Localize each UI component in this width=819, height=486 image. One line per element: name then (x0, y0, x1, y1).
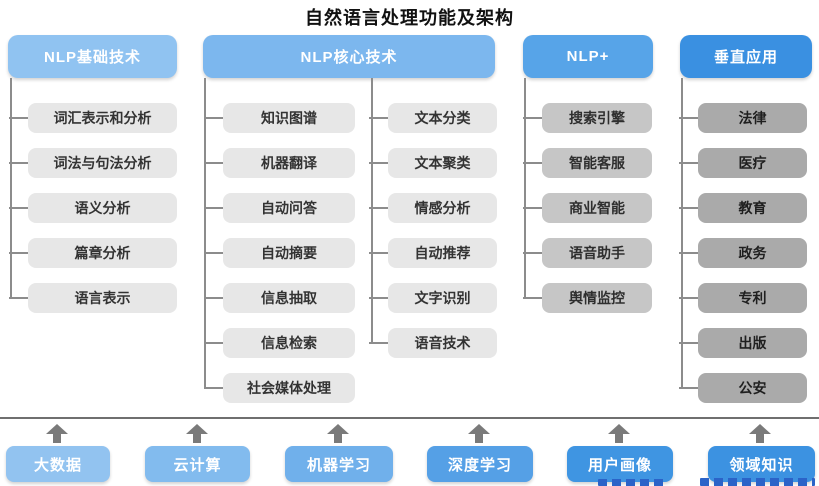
tree-node: 文本分类 (369, 103, 497, 133)
tree-node: 舆情监控 (523, 283, 652, 313)
tree-node: 政务 (679, 238, 807, 268)
tree-node: 文本聚类 (369, 148, 497, 178)
header-nlp-basic: NLP基础技术 (8, 35, 177, 78)
connector-line-basic (10, 78, 12, 298)
tree-node: 教育 (679, 193, 807, 223)
header-nlp-core: NLP核心技术 (203, 35, 495, 78)
header-vertical-apps: 垂直应用 (680, 35, 812, 78)
header-nlp-plus: NLP+ (523, 35, 653, 78)
tree-node: 词法与句法分析 (9, 148, 177, 178)
tree-node: 语义分析 (9, 193, 177, 223)
column-vertical-apps: 法律 医疗 教育 政务 专利 出版 公安 (679, 103, 807, 403)
tree-node: 医疗 (679, 148, 807, 178)
tree-node: 语言表示 (9, 283, 177, 313)
foundation-box: 大数据 (6, 446, 110, 482)
connector-line-vertical (681, 78, 683, 389)
tree-node: 情感分析 (369, 193, 497, 223)
up-arrow-icon (327, 424, 349, 443)
up-arrow-icon (608, 424, 630, 443)
foundation-box: 云计算 (145, 446, 250, 482)
tree-node: 法律 (679, 103, 807, 133)
connector-line-core-left (204, 78, 206, 389)
watermark-fragment (700, 478, 815, 486)
diagram-title: 自然语言处理功能及架构 (305, 8, 514, 28)
tree-node: 自动摘要 (204, 238, 355, 268)
tree-node: 出版 (679, 328, 807, 358)
foundation-box: 深度学习 (427, 446, 533, 482)
tree-node: 语音技术 (369, 328, 497, 358)
tree-node: 智能客服 (523, 148, 652, 178)
tree-node: 知识图谱 (204, 103, 355, 133)
column-nlp-basic: 词汇表示和分析 词法与句法分析 语义分析 篇章分析 语言表示 (9, 103, 177, 313)
tree-node: 商业智能 (523, 193, 652, 223)
column-nlp-core-right: 文本分类 文本聚类 情感分析 自动推荐 文字识别 语音技术 (369, 103, 497, 358)
tree-node: 公安 (679, 373, 807, 403)
tree-node: 搜索引擎 (523, 103, 652, 133)
tree-node: 社会媒体处理 (204, 373, 355, 403)
up-arrow-icon (46, 424, 68, 443)
up-arrow-icon (468, 424, 490, 443)
tree-node: 机器翻译 (204, 148, 355, 178)
tree-node: 篇章分析 (9, 238, 177, 268)
tree-node: 信息检索 (204, 328, 355, 358)
foundation-box: 用户画像 (567, 446, 673, 482)
connector-line-nlp-plus (524, 78, 526, 298)
up-arrow-icon (186, 424, 208, 443)
tree-node: 词汇表示和分析 (9, 103, 177, 133)
tree-node: 语音助手 (523, 238, 652, 268)
foundation-box: 领域知识 (708, 446, 815, 482)
foundation-divider-line (0, 417, 819, 419)
tree-node: 专利 (679, 283, 807, 313)
column-nlp-plus: 搜索引擎 智能客服 商业智能 语音助手 舆情监控 (523, 103, 652, 313)
connector-line-core-right (371, 78, 373, 344)
tree-node: 文字识别 (369, 283, 497, 313)
tree-node: 信息抽取 (204, 283, 355, 313)
up-arrow-icon (749, 424, 771, 443)
watermark-fragment (598, 479, 664, 486)
tree-node: 自动推荐 (369, 238, 497, 268)
tree-node: 自动问答 (204, 193, 355, 223)
column-nlp-core-left: 知识图谱 机器翻译 自动问答 自动摘要 信息抽取 信息检索 社会媒体处理 (204, 103, 355, 403)
foundation-box: 机器学习 (285, 446, 393, 482)
